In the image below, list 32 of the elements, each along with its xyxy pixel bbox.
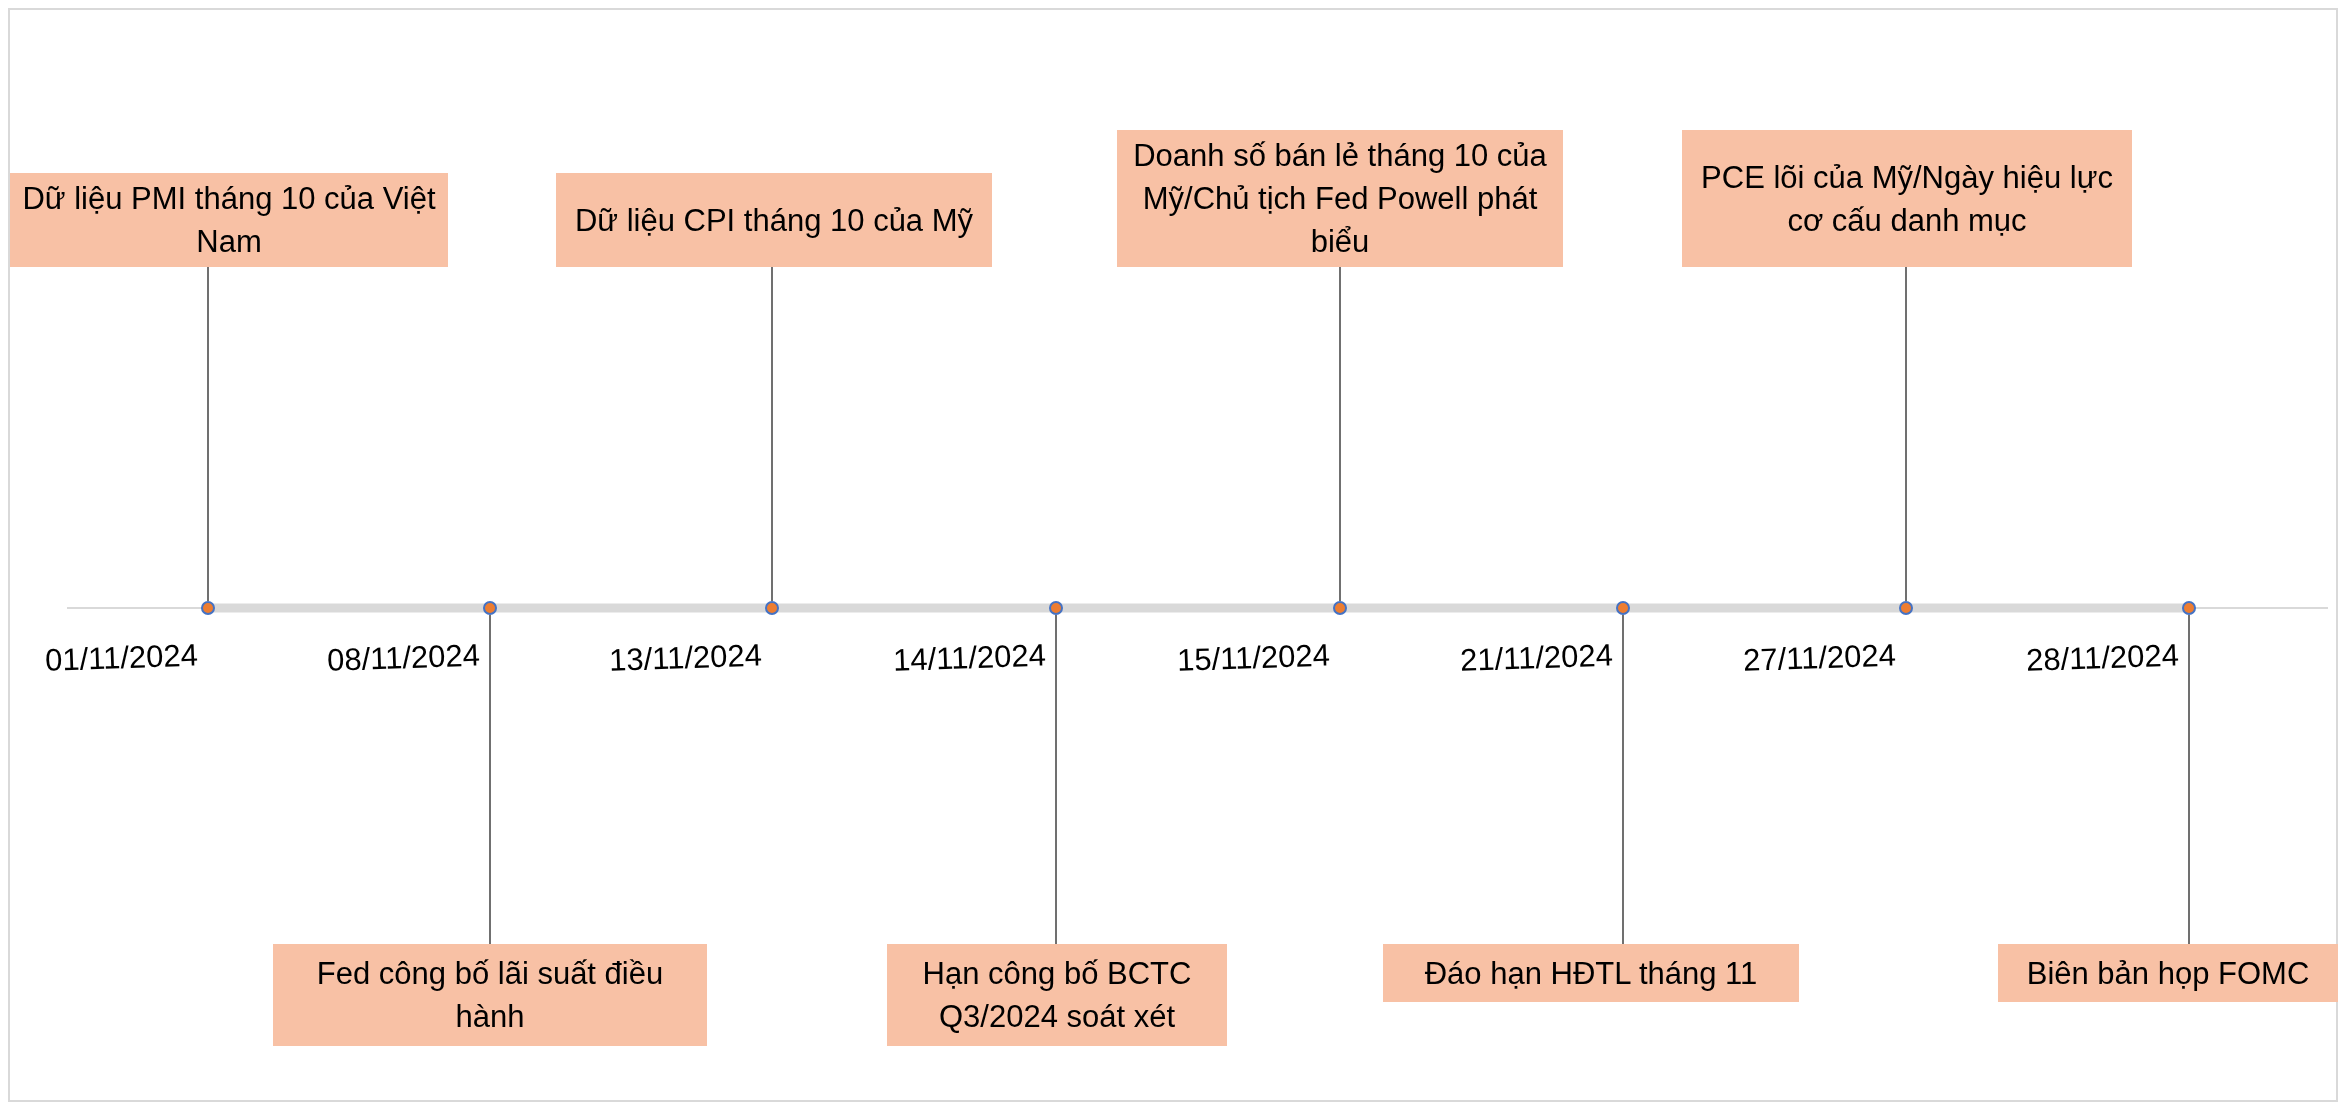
event-box: Fed công bố lãi suất điều hành [273,944,707,1046]
timeline-point [765,601,779,615]
timeline-point [201,601,215,615]
event-box: Doanh số bán lẻ tháng 10 của Mỹ/Chủ tịch Fed Powell phát biểu [1117,130,1563,267]
timeline-point [483,601,497,615]
date-label: 28/11/2024 [2024,636,2180,680]
date-label: 15/11/2024 [1175,636,1331,680]
event-box: PCE lõi của Mỹ/Ngày hiệu lực cơ cấu danh mục [1682,130,2132,267]
connector-line [2188,614,2190,945]
event-box: Biên bản họp FOMC [1998,944,2338,1002]
date-label: 13/11/2024 [607,636,763,680]
connector-line [1622,614,1624,945]
event-box: Đáo hạn HĐTL tháng 11 [1383,944,1799,1002]
event-box: Dữ liệu CPI tháng 10 của Mỹ [556,173,992,267]
connector-line [1905,266,1907,602]
event-box: Hạn công bố BCTC Q3/2024 soát xét [887,944,1227,1046]
connector-line [1055,614,1057,945]
connector-line [489,614,491,945]
date-label: 14/11/2024 [891,636,1047,680]
timeline-point [2182,601,2196,615]
date-label: 27/11/2024 [1741,636,1897,680]
connector-line [207,266,209,602]
event-box: Dữ liệu PMI tháng 10 của Việt Nam [10,173,448,267]
timeline-point [1616,601,1630,615]
connector-line [771,266,773,602]
date-label: 01/11/2024 [43,636,199,680]
date-label: 21/11/2024 [1458,636,1614,680]
connector-line [1339,266,1341,602]
timeline-point [1333,601,1347,615]
timeline-point [1899,601,1913,615]
timeline-point [1049,601,1063,615]
date-label: 08/11/2024 [325,636,481,680]
